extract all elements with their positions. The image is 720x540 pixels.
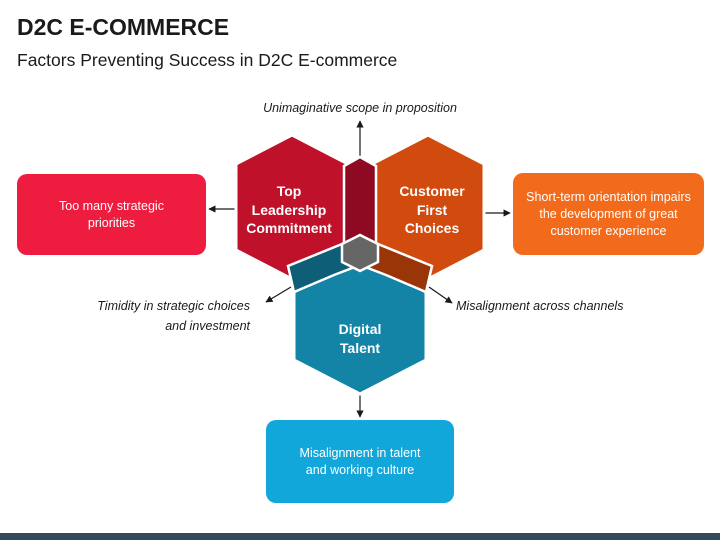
annotation-left-line2: and investment	[165, 319, 250, 333]
hex-label-line: Top	[277, 183, 302, 199]
bottom-factor-text: Misalignment in talent and working cultu…	[299, 445, 421, 477]
left-factor-text: Too many strategic priorities	[59, 198, 164, 230]
bottom-factor-box: Misalignment in talent and working cultu…	[266, 420, 454, 503]
annotation-left-line1: Timidity in strategic choices	[97, 299, 250, 313]
page-title: D2C E-COMMERCE	[17, 14, 230, 40]
arrow-lower-left	[265, 286, 292, 303]
hex-label-line: First	[417, 202, 448, 218]
page-subtitle: Factors Preventing Success in D2C E-comm…	[17, 50, 398, 70]
center-hexagon	[340, 233, 380, 273]
top-leadership-label: Top Leadership Commitment	[246, 183, 332, 236]
annotation-top: Unimaginative scope in proposition	[263, 101, 457, 115]
hex-label-line: Talent	[340, 340, 381, 356]
annotation-right: Misalignment across channels	[456, 299, 624, 313]
digital-talent-label: Digital Talent	[339, 321, 382, 356]
hex-label-line: Choices	[405, 220, 460, 236]
right-factor-text: Short-term orientation impairs the devel…	[526, 189, 691, 238]
hex-label-line: Leadership	[252, 202, 327, 218]
hex-label-line: Customer	[399, 183, 465, 199]
arrow-lower-right	[428, 286, 453, 304]
right-factor-box: Short-term orientation impairs the devel…	[513, 173, 704, 255]
top-connector-piece	[342, 155, 378, 247]
hex-label-line: Digital	[339, 321, 382, 337]
footer-bar	[0, 533, 720, 540]
customer-first-label: Customer First Choices	[399, 183, 465, 236]
hex-label-line: Commitment	[246, 220, 332, 236]
left-factor-box: Too many strategic priorities	[17, 174, 206, 255]
